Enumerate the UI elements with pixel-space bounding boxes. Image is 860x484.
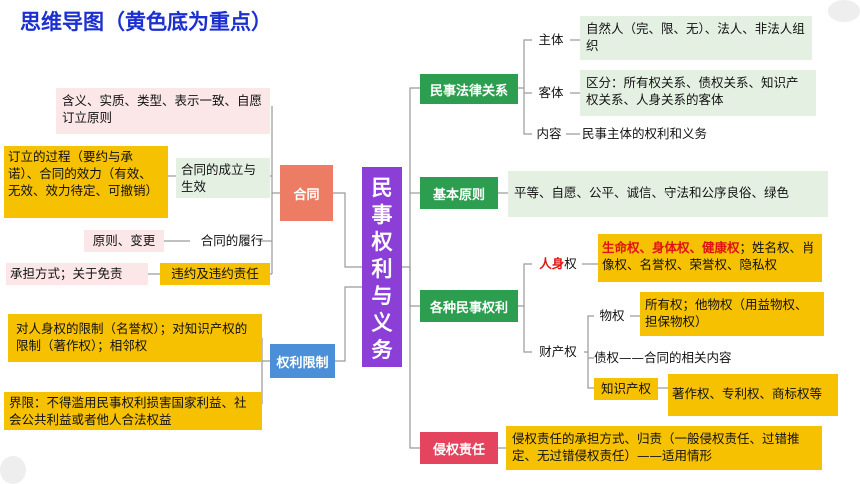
basic-principle-detail: 平等、自愿、公平、诚信、守法和公序良俗、绿色: [508, 171, 828, 217]
hub-civil-relation: 民事法律关系: [420, 74, 518, 104]
personal-rights-label-red: 人身: [539, 256, 565, 271]
hub-contract: 合同: [280, 165, 333, 221]
hub-civil-rights: 各种民事权利: [420, 290, 518, 322]
subject-detail: 自然人（完、限、无）、法人、非法人组织: [580, 16, 812, 60]
personal-rights-key: 生命权、身体权、健康权: [602, 240, 740, 255]
object-detail: 区分：所有权关系、债权关系、知识产权关系、人身关系的客体: [580, 70, 816, 116]
property-rights-label: 财产权: [539, 344, 577, 359]
contract-performance-detail: 原则、变更: [84, 230, 164, 252]
personal-rights-label-suffix: 权: [564, 256, 577, 271]
personal-rights-rest: ；姓名权、肖像权、名誉权、荣誉权、隐私权: [602, 240, 815, 272]
real-rights-detail: 所有权；他物权（用益物权、担保物权）: [640, 292, 824, 336]
object-label: 客体: [538, 85, 564, 100]
contract-formation-label: 合同的成立与生效: [176, 158, 270, 198]
content-detail: 民事主体的权利和义务: [582, 126, 708, 141]
personal-rights-label: 人身权: [532, 255, 584, 275]
contract-meaning: 含义、实质、类型、表示一致、自愿订立原则: [56, 88, 270, 134]
hub-rights-limit: 权利限制: [270, 344, 335, 378]
center-topic: 民事权利与义务: [362, 167, 402, 367]
content-label: 内容: [536, 126, 562, 141]
personal-rights-detail: 生命权、身体权、健康权；姓名权、肖像权、名誉权、荣誉权、隐私权: [598, 234, 822, 282]
corner-decoration: [0, 456, 26, 484]
hub-tort: 侵权责任: [420, 432, 498, 464]
rights-limit-detail: 对人身权的限制（名誉权）；对知识产权的限制（著作权）；相邻权: [8, 314, 262, 362]
ip-rights-detail: 著作权、专利权、商标权等: [668, 374, 838, 416]
contract-breach-label: 违约及违约责任: [160, 263, 270, 285]
debt-rights-label: 债权——合同的相关内容: [594, 350, 732, 365]
corner-decoration: [828, 0, 860, 22]
ip-rights-label: 知识产权: [594, 378, 658, 400]
contract-formation-detail: 订立的过程（要约与承诺）、合同的效力（有效、无效、效力待定、可撤销）: [4, 146, 168, 218]
real-rights-label: 物权: [599, 308, 625, 323]
tort-detail: 侵权责任的承担方式、归责（一般侵权责任、过错推定、无过错侵权责任）——适用情形: [506, 426, 822, 470]
hub-basic-principle: 基本原则: [420, 177, 498, 209]
page-title: 思维导图（黄色底为重点）: [20, 10, 272, 34]
contract-performance-label: 合同的履行: [200, 233, 264, 248]
subject-label: 主体: [538, 32, 564, 47]
contract-breach-detail: 承担方式；关于免责: [6, 263, 148, 285]
rights-limit-boundary: 界限：不得滥用民事权利损害国家利益、社会公共利益或者他人合法权益: [4, 392, 262, 430]
